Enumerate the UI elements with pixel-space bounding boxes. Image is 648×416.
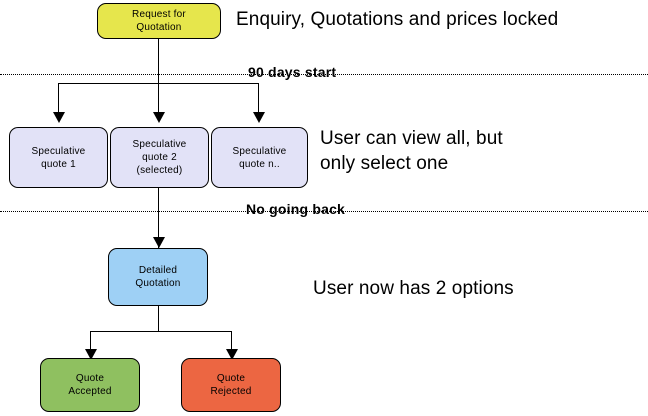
connector-rfq-trunk — [158, 39, 159, 83]
node-speculative-quote-2[interactable]: Speculative quote 2 (selected) — [110, 127, 209, 188]
separator-line-ninety-days — [0, 74, 648, 75]
node-speculative-quote-n[interactable]: Speculative quote n.. — [211, 127, 308, 188]
connector-drop-quote-1 — [58, 83, 59, 112]
note-stage-3: User now has 2 options — [313, 278, 514, 299]
node-speculative-quote-1[interactable]: Speculative quote 1 — [9, 127, 108, 188]
separator-label-ninety-days: 90 days start — [248, 64, 337, 80]
note-stage-1: Enquiry, Quotations and prices locked — [236, 9, 559, 30]
arrowhead-quote-2 — [153, 112, 165, 123]
node-quote-accepted[interactable]: Quote Accepted — [40, 358, 140, 412]
connector-drop-quote-2 — [158, 83, 159, 112]
arrowhead-detailed-quotation — [153, 237, 165, 248]
node-detailed-quotation[interactable]: Detailed Quotation — [108, 248, 208, 306]
arrowhead-quote-n — [253, 112, 265, 123]
connector-drop-quote-n — [258, 83, 259, 112]
connector-selected-to-detailed — [158, 188, 159, 248]
node-quote-rejected[interactable]: Quote Rejected — [181, 358, 281, 412]
separator-line-no-going-back — [0, 211, 648, 212]
connector-detailed-trunk — [158, 306, 159, 331]
note-stage-2: User can view all, but only select one — [320, 128, 503, 174]
arrowhead-quote-accepted — [85, 349, 97, 360]
separator-label-no-going-back: No going back — [246, 201, 346, 217]
connector-outcome-bus — [90, 331, 231, 332]
node-request-for-quotation[interactable]: Request for Quotation — [97, 3, 221, 39]
arrowhead-quote-1 — [53, 112, 65, 123]
connector-drop-accepted — [90, 331, 91, 349]
connector-drop-rejected — [231, 331, 232, 349]
arrowhead-quote-rejected — [226, 349, 238, 360]
